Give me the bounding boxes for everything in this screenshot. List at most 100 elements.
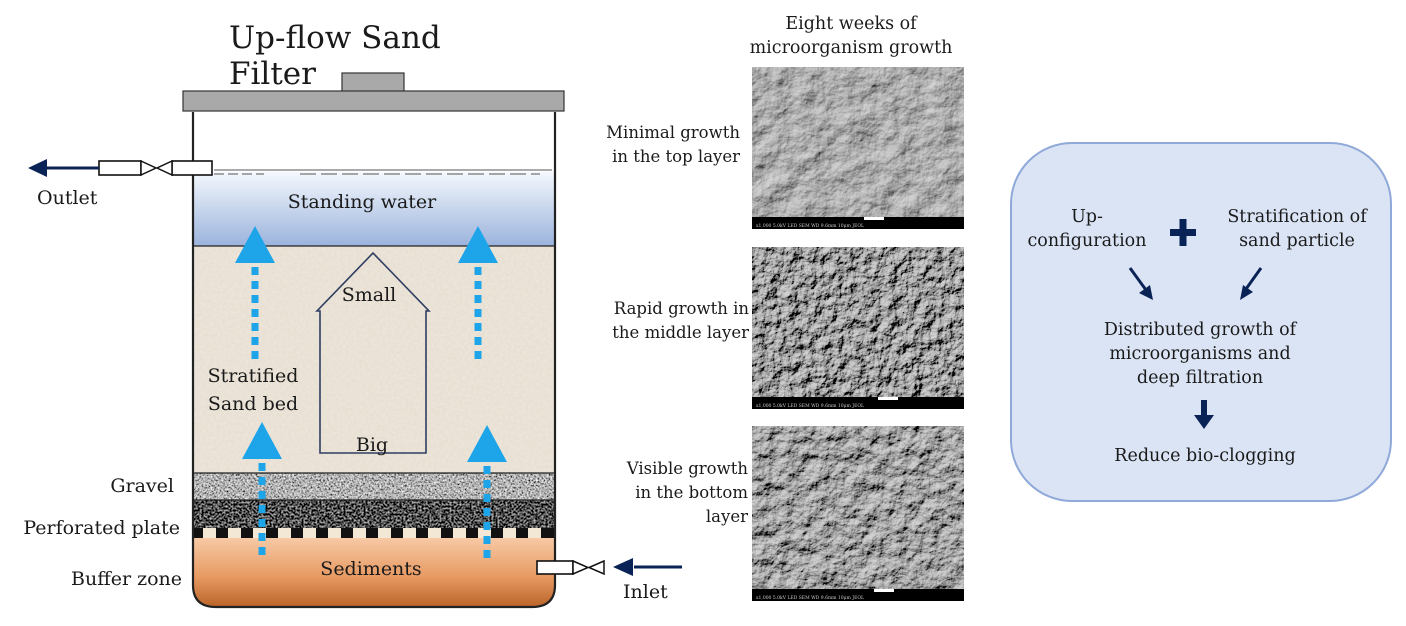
- sem-scale-text-bottom: x1,000 5.0kV LED SEM WD 9.6mm 10μm JEOL: [756, 595, 864, 601]
- sem-label-bottom-line3: layer: [705, 507, 748, 526]
- perforated-plate: [193, 528, 555, 538]
- plate-hole: [503, 528, 516, 538]
- upflow-line1: Up-: [1071, 207, 1103, 227]
- flow-arrow-dash: [258, 505, 266, 513]
- plate-hole: [203, 528, 216, 538]
- flow-arrow-dash: [474, 337, 482, 345]
- sem-image-top: x1,000 5.0kV LED SEM WD 9.6mm 10μm JEOL: [752, 67, 964, 229]
- gravel-label: Gravel: [110, 475, 174, 497]
- sediments-label: Sediments: [320, 558, 421, 580]
- sand-bed-label-line1: Stratified: [208, 365, 299, 387]
- sem-label-bottom: Visible growth in the bottom layer: [570, 457, 748, 529]
- outlet-pipe: [98, 160, 142, 176]
- inlet-arrow-icon: [613, 558, 633, 576]
- outlet-arrow-icon: [28, 159, 47, 177]
- plus-icon: [1170, 219, 1196, 246]
- lid: [182, 90, 565, 112]
- sem-scale-text-middle: x1,000 5.0kV LED SEM WD 9.6mm 10μm JEOL: [756, 403, 864, 409]
- flow-arrow-dash: [483, 536, 491, 544]
- result-line1: Distributed growth of: [1103, 320, 1297, 340]
- sem-header-line2: microorganism growth: [749, 38, 953, 58]
- sem-image-middle: x1,000 5.0kV LED SEM WD 9.6mm 10μm JEOL: [752, 247, 964, 409]
- flow-arrow-dash: [251, 309, 259, 317]
- flow-arrow-dash: [483, 508, 491, 516]
- flow-arrow-dash: [251, 295, 259, 303]
- arrow-down-left-icon: [1240, 285, 1253, 300]
- flow-arrow-dash: [474, 309, 482, 317]
- flow-arrow-dash: [474, 295, 482, 303]
- flow-arrow-dash: [251, 281, 259, 289]
- vessel-wall: [191, 112, 557, 609]
- sem-label-middle: Rapid growth in the middle layer: [570, 297, 749, 345]
- result-text: Distributed growth of microorganisms and…: [1080, 318, 1320, 390]
- flow-arrow-dash: [258, 547, 266, 555]
- sem-label-top-line1: Minimal growth: [606, 123, 740, 142]
- flow-arrow-dash: [258, 533, 266, 541]
- strat-line1: Stratification of: [1227, 207, 1367, 227]
- dark-gravel-layer: [193, 500, 555, 528]
- strat-line2: sand particle: [1239, 231, 1355, 251]
- flow-arrow-dash: [258, 519, 266, 527]
- flow-arrow-dash: [483, 480, 491, 488]
- flow-arrow-dash: [251, 267, 259, 275]
- plate-hole: [428, 528, 441, 538]
- inlet-label: Inlet: [623, 581, 668, 603]
- converging-arrows: [1128, 267, 1263, 300]
- plate-hole: [478, 528, 491, 538]
- sem-label-middle-line1: Rapid growth in: [613, 299, 749, 318]
- arrow-down-icon: [1194, 400, 1214, 429]
- inlet-pipe: [536, 560, 574, 575]
- plate-hole: [303, 528, 316, 538]
- sem-header: Eight weeks of microorganism growth: [718, 12, 984, 60]
- perforated-plate-label: Perforated plate: [23, 517, 180, 539]
- sem-label-top: Minimal growth in the top layer: [570, 121, 740, 169]
- sediment-layer: [193, 538, 555, 607]
- sand-bed-label-line2: Sand bed: [208, 393, 298, 415]
- stratification-text: Stratification of sand particle: [1218, 205, 1376, 253]
- plate-hole: [228, 528, 241, 538]
- water-surface: [214, 169, 552, 175]
- result-line2: microorganisms and: [1109, 344, 1291, 364]
- flow-arrow-dash: [251, 323, 259, 331]
- flow-arrow-dash: [258, 477, 266, 485]
- outlet-label: Outlet: [37, 187, 98, 209]
- summary-panel: [1010, 142, 1392, 502]
- sem-label-middle-line2: the middle layer: [612, 323, 749, 342]
- plate-hole: [403, 528, 416, 538]
- upflow-text: Up- configuration: [1022, 205, 1152, 253]
- small-label: Small: [342, 284, 397, 306]
- plate-hole: [453, 528, 466, 538]
- arrow-down-right-icon: [1139, 285, 1153, 300]
- flow-arrow-head-icon: [242, 422, 282, 459]
- flow-arrow-dash: [474, 323, 482, 331]
- flow-arrow-dash: [483, 550, 491, 558]
- flow-arrow-head-icon: [235, 226, 275, 263]
- sem-label-bottom-line1: Visible growth: [626, 459, 748, 478]
- flow-arrow-dash: [474, 351, 482, 359]
- plate-hole: [528, 528, 541, 538]
- plate-hole: [278, 528, 291, 538]
- plate-hole: [328, 528, 341, 538]
- result-line3: deep filtration: [1136, 368, 1264, 388]
- outlet-valve-icon: [140, 159, 173, 177]
- plate-hole: [353, 528, 366, 538]
- upflow-line3: configuration: [1027, 231, 1147, 251]
- diagram-title: Up-flow Sand Filter: [229, 20, 441, 92]
- flow-arrow-dash: [258, 491, 266, 499]
- grain-size-gradient-arrow: [315, 251, 431, 454]
- flow-arrow-dash: [251, 351, 259, 359]
- sem-label-top-line2: in the top layer: [612, 147, 740, 166]
- final-outcome: Reduce bio-clogging: [1114, 446, 1296, 466]
- flow-arrow-dash: [258, 463, 266, 471]
- sem-image-bottom: x1,000 5.0kV LED SEM WD 9.6mm 10μm JEOL: [752, 426, 964, 601]
- flow-arrow-head-icon: [467, 425, 507, 462]
- big-label: Big: [356, 434, 388, 456]
- gravel-layer: [193, 473, 555, 500]
- sem-label-bottom-line2: in the bottom: [635, 483, 748, 502]
- plate-hole: [378, 528, 391, 538]
- flow-arrow-dash: [474, 281, 482, 289]
- sand-filter-diagram: Standing water Small Big Stratified Sand…: [28, 72, 682, 609]
- standing-water-label: Standing water: [288, 191, 437, 213]
- inlet-valve-icon: [572, 559, 605, 576]
